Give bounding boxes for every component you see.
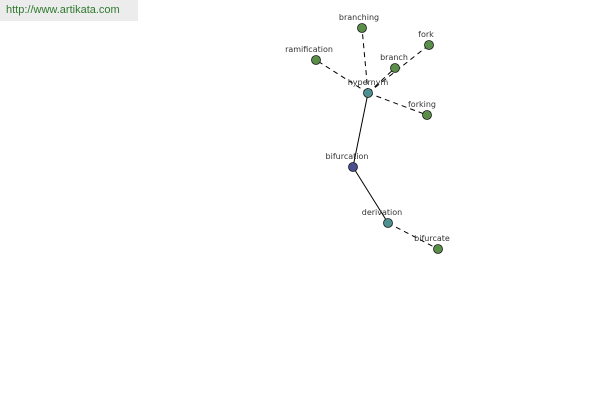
edge-derivation-bifurcate	[387, 222, 439, 250]
node-label-bifurcate: bifurcate	[414, 234, 450, 243]
node-label-branching: branching	[339, 13, 379, 22]
edge-hypernym-branch	[367, 67, 396, 94]
source-url-link[interactable]: http://www.artikata.com	[6, 4, 120, 16]
node-marker-ramification[interactable]	[311, 55, 321, 65]
edges-layer	[315, 27, 439, 250]
node-marker-fork[interactable]	[424, 40, 434, 50]
node-label-ramification: ramification	[285, 45, 333, 54]
source-banner: http://www.artikata.com	[0, 0, 138, 21]
node-label-forking: forking	[408, 100, 436, 109]
node-bifurcate[interactable]: bifurcate	[414, 234, 450, 254]
edge-bifurcation-derivation	[352, 166, 389, 224]
node-label-fork: fork	[418, 30, 434, 39]
node-branch[interactable]: branch	[380, 53, 408, 73]
node-marker-forking[interactable]	[422, 110, 432, 120]
node-forking[interactable]: forking	[408, 100, 436, 120]
node-branching[interactable]: branching	[339, 13, 379, 33]
edge-bifurcation-hypernym	[352, 92, 369, 168]
node-marker-bifurcation[interactable]	[348, 162, 358, 172]
node-label-branch: branch	[380, 53, 408, 62]
node-marker-derivation[interactable]	[383, 218, 393, 228]
node-marker-branching[interactable]	[357, 23, 367, 33]
node-marker-branch[interactable]	[390, 63, 400, 73]
node-label-hypernym: hypernym	[348, 78, 389, 87]
node-ramification[interactable]: ramification	[285, 45, 333, 65]
node-marker-hypernym[interactable]	[363, 88, 373, 98]
edge-hypernym-forking	[367, 92, 428, 116]
node-hypernym[interactable]: hypernym	[348, 78, 389, 98]
node-derivation[interactable]: derivation	[362, 208, 402, 228]
node-marker-bifurcate[interactable]	[433, 244, 443, 254]
node-label-bifurcation: bifurcation	[326, 152, 369, 161]
edge-hypernym-branching	[361, 27, 369, 94]
node-label-derivation: derivation	[362, 208, 402, 217]
node-bifurcation[interactable]: bifurcation	[326, 152, 369, 172]
node-fork[interactable]: fork	[418, 30, 434, 50]
edge-hypernym-ramification	[315, 59, 369, 94]
nodes-layer: bifurcation hypernym derivation branching fo…	[285, 13, 450, 254]
